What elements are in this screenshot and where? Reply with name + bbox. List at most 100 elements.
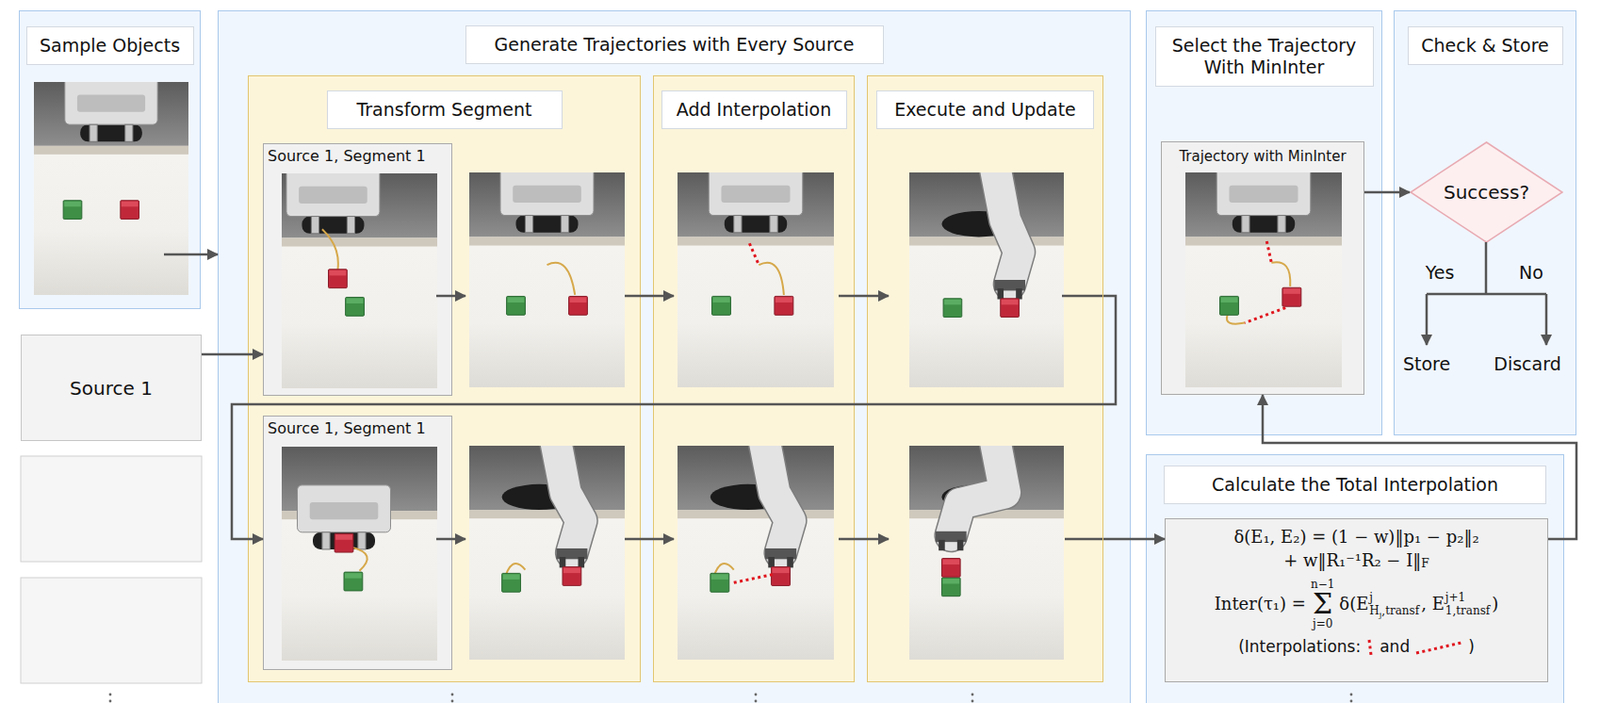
stack-row: Σ [1312, 589, 1333, 619]
formula-text: j+1 [1445, 590, 1466, 605]
step-arrow [436, 294, 466, 298]
scene-image [677, 172, 834, 388]
scene-image [1185, 172, 1342, 388]
scene-image [33, 81, 189, 295]
trajectory-box: Trajectory with MinInter [1160, 141, 1365, 395]
label-holder: Store [1370, 353, 1484, 376]
branch-line [1426, 293, 1547, 296]
formula-text: 1,transf [1445, 604, 1491, 618]
formula-line: δ(E₁, E₂) = (1 − w)‖p₁ − p₂‖₂ [1233, 526, 1479, 549]
node-label: Source 1 [69, 376, 153, 400]
formula-line: Inter(τ₁) =n−1Σj=0δ(EjHj,transf, Ej+11,t… [1214, 578, 1500, 630]
formula-line: + w‖R₁⁻¹R₂ − I‖F [1283, 550, 1430, 572]
arrow-stub [1064, 538, 1103, 541]
interpolation-icon [1414, 638, 1464, 656]
panel-title: Select the Trajectory With MinInter [1155, 26, 1374, 87]
step-arrow [838, 294, 889, 298]
formula-text: H [1369, 604, 1379, 618]
scene-image [281, 173, 438, 389]
box-caption: Source 1, Segment 1 [267, 146, 426, 165]
arrow-stub [163, 253, 201, 257]
formula-text: (Interpolations: [1238, 636, 1361, 657]
step-panel: Generate Trajectories with Every SourceT… [217, 10, 1131, 703]
stage-column: Execute and Update [866, 75, 1104, 683]
edge-group [200, 192, 1577, 539]
box-caption: Trajectory with MinInter [1178, 147, 1346, 165]
formula-text: ) [1468, 636, 1475, 657]
step-arrow [838, 538, 889, 541]
formula-text: j [1379, 609, 1383, 620]
formula-text: Inter(τ₁) = [1214, 593, 1307, 616]
formula-line: (Interpolations: and) [1238, 636, 1475, 658]
step-arrow [624, 294, 674, 298]
sum-stack: n−1Σj=0 [1310, 578, 1335, 630]
script-row: Hj,transf [1369, 604, 1420, 618]
continuation-dots [109, 693, 1354, 703]
label-holder: No [1474, 261, 1588, 284]
formula-text: j [1369, 590, 1373, 605]
panel-title: Generate Trajectories with Every Source [465, 25, 884, 65]
empty-source-box [20, 456, 202, 562]
panel-title: Execute and Update [876, 90, 1094, 130]
decoration [20, 242, 1547, 703]
segment-box: Source 1, Segment 1 [262, 143, 453, 396]
formula-text: δ(E [1338, 593, 1369, 616]
subscript: j [1379, 609, 1383, 620]
script-row: j [1369, 590, 1373, 605]
panel-title: Sample Objects [26, 26, 195, 66]
formula-body: δ(E₁, E₂) = (1 − w)‖p₁ − p₂‖₂+ w‖R₁⁻¹R₂ … [1165, 519, 1548, 658]
formula-text: ,transf [1381, 604, 1420, 618]
decision-diamond: Success? [1409, 141, 1564, 244]
step-panel: Sample Objects [18, 10, 201, 310]
flow-connector [1103, 538, 1165, 541]
branch-label: Yes [1425, 261, 1455, 284]
formula-text: , E [1420, 593, 1445, 616]
branch-arrow [1545, 293, 1549, 345]
panel-title: Calculate the Total Interpolation [1163, 465, 1547, 505]
scene-image [281, 446, 438, 661]
script-row: j+1 [1445, 590, 1466, 605]
panel-title: Add Interpolation [661, 90, 848, 130]
panel-title: Transform Segment [326, 90, 563, 130]
branch-label: Discard [1493, 353, 1561, 376]
formula-text: j=0 [1312, 617, 1333, 631]
panel-title: Check & Store [1407, 26, 1564, 66]
formula-text: + w‖R₁⁻¹R₂ − I‖ [1283, 550, 1421, 572]
source-box: Source 1 [20, 334, 202, 441]
step-panel: Select the Trajectory With MinInterTraje… [1145, 10, 1383, 436]
step-panel: Calculate the Total Interpolation δ(E₁, E… [1145, 454, 1565, 703]
script-row: 1,transf [1445, 604, 1491, 618]
script-pair: jHj,transf [1369, 590, 1420, 619]
stack-row: j=0 [1312, 618, 1333, 630]
branch-arrow [1425, 293, 1429, 345]
formula-text: and [1379, 636, 1410, 657]
arrow-stub [1061, 294, 1103, 298]
empty-source-box [20, 577, 202, 684]
flow-connector [1364, 191, 1410, 195]
flow-connector [231, 295, 1116, 539]
branch-label: No [1518, 261, 1544, 284]
script-pair: j+11,transf [1445, 590, 1491, 619]
scene-image [909, 172, 1064, 388]
scene-image [469, 172, 625, 388]
scene-image [469, 445, 625, 660]
formula-box: δ(E₁, E₂) = (1 − w)‖p₁ − p₂‖₂+ w‖R₁⁻¹R₂ … [1164, 518, 1549, 683]
box-caption: Source 1, Segment 1 [267, 419, 426, 438]
formula-text: F [1420, 556, 1430, 571]
flow-connector [201, 353, 263, 357]
branch-label: Store [1403, 353, 1451, 376]
interpolation-icon [1365, 636, 1375, 658]
formula-text: δ(E₁, E₂) = (1 − w)‖p₁ − p₂‖₂ [1233, 526, 1479, 549]
step-arrow [624, 538, 674, 541]
scene-image [909, 445, 1064, 660]
stage-column: Transform SegmentSource 1, Segment 1 Sour… [247, 75, 641, 683]
subscript: F [1420, 556, 1430, 572]
branch-line [1485, 242, 1488, 294]
flow-connector [1262, 394, 1577, 539]
label-holder: Yes [1383, 261, 1497, 284]
formula-text: Σ [1312, 587, 1333, 621]
stage-column: Add Interpolation [653, 75, 855, 683]
flow-connector [200, 253, 218, 257]
